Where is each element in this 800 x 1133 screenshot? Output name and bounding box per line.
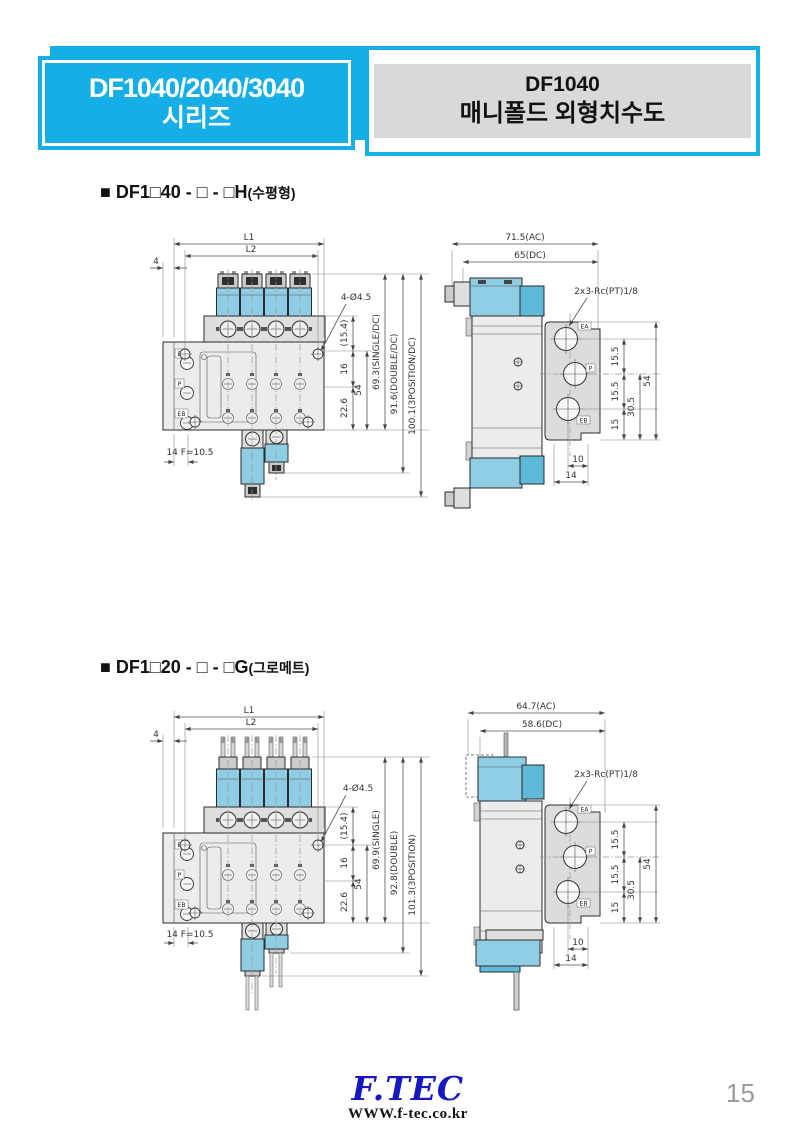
- manifold-port-p: P: [174, 869, 194, 891]
- dim-15-4: (15.4): [340, 812, 350, 839]
- dim-15-5-b: 15.5: [611, 864, 621, 884]
- dim-single: 69.9(SINGLE): [372, 810, 382, 870]
- dim-15-5-b: 15.5: [611, 381, 621, 401]
- side-valve-top: [444, 277, 545, 317]
- dim-15-5-a: 15.5: [611, 829, 621, 849]
- series-title-box: DF1040/2040/3040 시리즈: [38, 56, 355, 150]
- manifold-drawing-horizontal: EA P EB: [150, 233, 662, 509]
- side-port-label-eb: EB: [580, 901, 588, 908]
- front-view-grommet: EA P EB: [150, 706, 430, 1011]
- section1-note: (수평형): [247, 185, 296, 201]
- side-valve-bottom: [444, 455, 545, 509]
- company-logo: F.TEC: [351, 1069, 465, 1108]
- dim-width-dc: 65(DC): [514, 251, 546, 261]
- note-rc-ports: 2x3-Rc(PT)1/8: [574, 770, 638, 780]
- dim-double: 91.6(DOUBLE/DC): [390, 334, 400, 415]
- dim-30-5: 30.5: [627, 880, 637, 900]
- page-number: 15: [726, 1078, 755, 1108]
- dim-16: 16: [340, 363, 350, 375]
- dim-3position: 100.1(3POSITION/DC): [408, 337, 418, 435]
- doc-title-model: DF1040: [525, 73, 600, 97]
- dim-l1: L1: [244, 233, 255, 243]
- dim-22-6: 22.6: [340, 892, 350, 912]
- dim-14: 14: [565, 954, 577, 964]
- dim-15-4: (15.4): [340, 319, 350, 346]
- dim-offset: 4: [153, 257, 159, 267]
- dim-single: 69.3(SINGLE/DC): [372, 314, 382, 390]
- valve-column-3position: [240, 920, 265, 1011]
- section-heading-grommet: ■ DF1□20 - □ - □G(그로메트): [100, 657, 309, 678]
- note-holes: 4-Ø4.5: [341, 292, 371, 303]
- dim-22-6: 22.6: [340, 398, 350, 418]
- side-valve-top: [465, 732, 545, 802]
- dim-double: 92.8(DOUBLE): [390, 831, 400, 896]
- dim-width-dc: 58.6(DC): [522, 720, 562, 730]
- port-label-p: P: [178, 872, 182, 879]
- dim-30-5: 30.5: [627, 397, 637, 417]
- note-holes: 4-Ø4.5: [343, 783, 373, 794]
- dim-15: 15: [611, 419, 621, 430]
- company-logo-block: F.TEC WWW.f-tec.co.kr: [348, 1072, 468, 1123]
- dim-10: 10: [572, 938, 584, 948]
- section1-model: ■ DF1□40 - □ - □H: [100, 182, 248, 202]
- dim-54: 54: [354, 878, 364, 890]
- side-manifold-body: [465, 315, 543, 465]
- side-view-grommet: 64.7(AC) 58.6(DC): [465, 702, 662, 1011]
- dim-l2: L2: [246, 245, 257, 255]
- note-rc-ports: 2x3-Rc(PT)1/8: [574, 287, 638, 297]
- doc-title-box: DF1040 매니폴드 외형치수도: [365, 46, 760, 156]
- side-port-label-eb: EB: [580, 418, 588, 425]
- valve-column-double: [264, 920, 289, 988]
- front-view-horizontal: EA P EB: [150, 233, 430, 502]
- valve-column-3position: [240, 427, 265, 502]
- side-port-label-p: P: [589, 849, 593, 856]
- port-label-p: P: [178, 381, 182, 388]
- dim-width-ac: 64.7(AC): [516, 702, 555, 712]
- dim-54-side: 54: [643, 858, 653, 870]
- dim-offset: 4: [153, 730, 159, 740]
- dim-width-ac: 71.5(AC): [505, 233, 544, 243]
- dim-l1: L1: [244, 706, 255, 716]
- dim-14: 14: [565, 471, 577, 481]
- side-view-horizontal: 71.5(AC) 65(DC): [444, 233, 662, 509]
- doc-title-text: 매니폴드 외형치수도: [459, 99, 666, 127]
- series-title-line2: 시리즈: [161, 104, 231, 133]
- manifold-drawing-grommet: EA P EB: [150, 702, 662, 1011]
- dim-15: 15: [611, 902, 621, 913]
- port-label-eb: EB: [178, 411, 186, 418]
- section-heading-horizontal: ■ DF1□40 - □ - □H(수평형): [100, 182, 295, 203]
- dim-pitch: 14 F=10.5: [166, 448, 213, 458]
- side-port-label-ea: EA: [581, 324, 590, 331]
- dim-54-side: 54: [643, 375, 653, 387]
- dim-pitch: 14 F=10.5: [166, 930, 213, 940]
- doc-title-band: DF1040 매니폴드 외형치수도: [374, 64, 751, 138]
- port-label-eb: EB: [178, 902, 186, 909]
- valve-column-double: [264, 427, 289, 480]
- side-port-label-ea: EA: [581, 807, 590, 814]
- dim-10: 10: [572, 455, 584, 465]
- dim-15-5-a: 15.5: [611, 346, 621, 366]
- dim-54: 54: [354, 384, 364, 396]
- company-website: WWW.f-tec.co.kr: [348, 1106, 468, 1122]
- manifold-port-eb: EB: [174, 408, 194, 430]
- side-valve-bottom: [475, 929, 544, 1011]
- dim-3position: 101.3(3POSITION): [408, 834, 418, 915]
- dim-l2: L2: [246, 718, 257, 728]
- section2-note: (그로메트): [248, 660, 310, 676]
- section2-model: ■ DF1□20 - □ - □G: [100, 657, 249, 677]
- series-title-line1: DF1040/2040/3040: [88, 73, 305, 104]
- side-manifold-body: [473, 800, 543, 954]
- manifold-port-eb: EB: [174, 899, 194, 921]
- manifold-port-p: P: [174, 378, 194, 400]
- side-port-label-p: P: [589, 366, 593, 373]
- dim-16: 16: [340, 857, 350, 869]
